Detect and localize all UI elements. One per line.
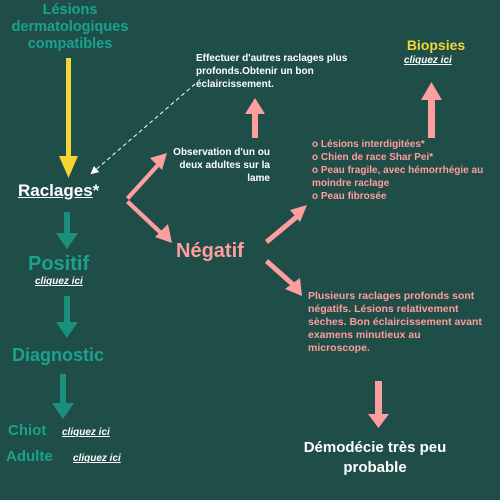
effectuer-text: Effectuer d'autres raclages plus profond… (196, 53, 348, 90)
adulte-link[interactable]: cliquez ici (73, 453, 121, 464)
negatif-label: Négatif (176, 240, 244, 262)
arrow-raclages-to-observation (126, 153, 167, 200)
biopsies-link[interactable]: cliquez ici (404, 55, 452, 66)
biopsies-title: Biopsies (406, 37, 466, 53)
arrow-negatif-to-list (265, 205, 307, 244)
criteria-item-interdigitees: o Lésions interdigitées* (312, 139, 425, 150)
observation-text: Observation d'un ou deux adultes sur la … (173, 147, 270, 184)
diagnostic-label: Diagnostic (12, 345, 105, 365)
arrow-lesions-to-raclages (59, 58, 78, 178)
chiot-label: Chiot (8, 422, 47, 439)
positif-label: Positif (28, 253, 90, 275)
chiot-link[interactable]: cliquez ici (62, 427, 110, 438)
arrow-raclages-to-positif (56, 212, 78, 249)
criteria-item-peau-fibrosee: o Peau fibrosée (312, 191, 387, 202)
adulte-label: Adulte (6, 448, 53, 465)
raclages-label: Raclages (18, 181, 93, 200)
arrow-dashed-to-raclages (90, 83, 196, 175)
arrow-positif-to-diagnostic (56, 296, 78, 338)
raclages-asterisk: * (92, 181, 100, 200)
arrow-diagnostic-to-age (52, 374, 74, 419)
lesions-title: Lésions dermatologiques compatibles (11, 2, 129, 52)
raclages-node: Raclages* (18, 181, 99, 201)
arrow-list-to-biopsies (421, 82, 442, 138)
arrow-negatif-to-plusieurs (265, 259, 302, 296)
positif-link[interactable]: cliquez ici (35, 276, 83, 287)
arrow-plusieurs-to-demodecie (368, 381, 389, 428)
criteria-item-peau-fragile: o Peau fragile, avec hémorrhégie au moin… (312, 165, 484, 189)
criteria-list: o Lésions interdigitées* o Chien de race… (312, 138, 500, 203)
plusieurs-text: Plusieurs raclages profonds sont négatif… (308, 290, 482, 354)
arrow-raclages-to-negatif (126, 200, 172, 243)
demodecie-text: Démodécie très peu probable (303, 439, 447, 476)
arrow-observation-to-effectuer (245, 98, 265, 138)
criteria-item-shar-pei: o Chien de race Shar Pei* (312, 152, 434, 163)
